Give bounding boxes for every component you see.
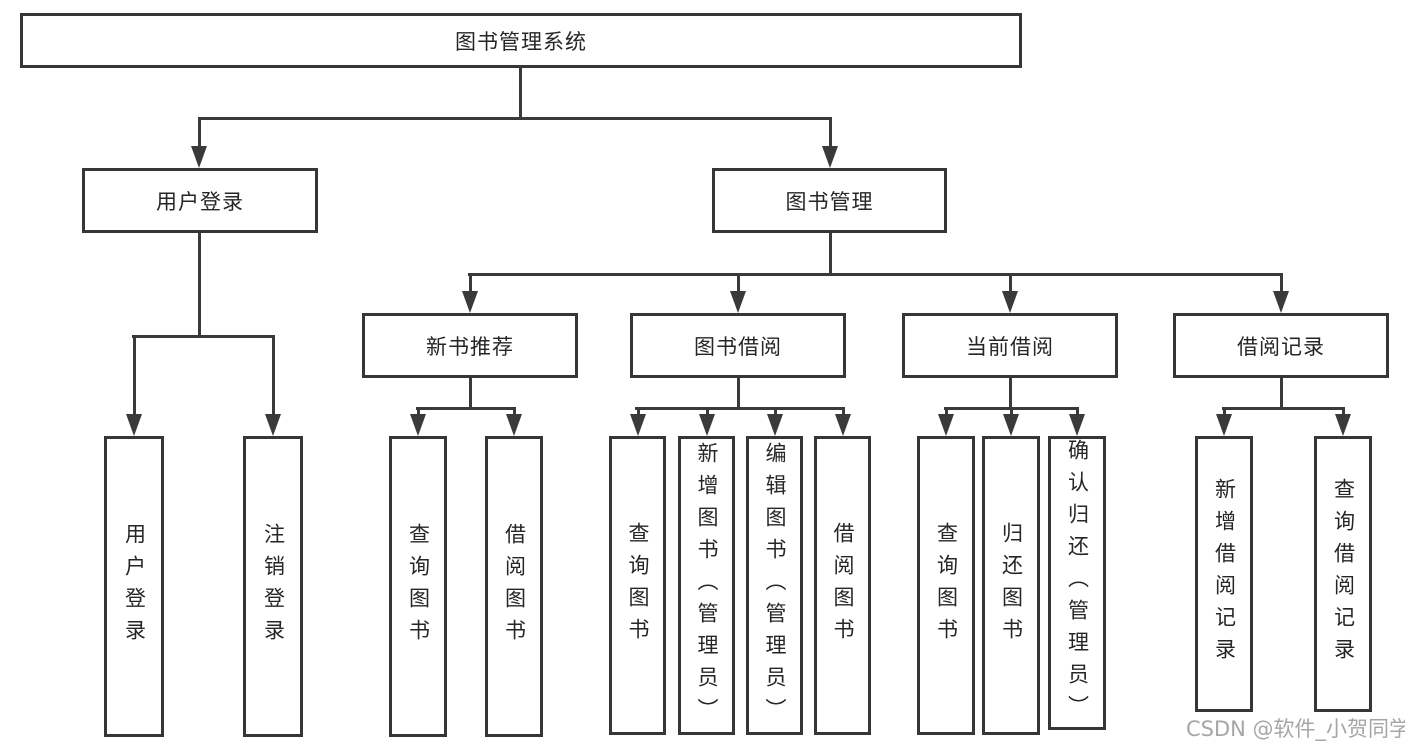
connector-line [469, 378, 472, 410]
leaf-label: 借阅图书 [831, 521, 855, 650]
leaf-record-query-borrow-record: 查询借阅记录 [1314, 436, 1372, 712]
connector-line [198, 117, 832, 120]
arrowhead [410, 414, 426, 436]
leaf-label: 注销登录 [261, 522, 286, 651]
leaf-label: 归还图书 [999, 521, 1024, 650]
node-borrowing-records: 借阅记录 [1173, 313, 1389, 378]
connector-line [133, 335, 136, 418]
leaf-logout-login: 注销登录 [243, 436, 303, 737]
node-label: 当前借阅 [966, 334, 1054, 359]
connector-line [417, 407, 420, 418]
leaf-label: 查询图书 [406, 522, 431, 651]
connector-line [706, 407, 709, 418]
node-book-management: 图书管理 [712, 168, 947, 233]
leaf-label: 新增借阅记录 [1212, 478, 1237, 670]
leaf-borrow-edit-books-admin: 编辑图书（管理员） [746, 436, 803, 735]
connector-line [829, 117, 832, 150]
connector-line [1223, 407, 1226, 418]
node-user-login: 用户登录 [82, 168, 318, 233]
node-label: 图书管理系统 [455, 29, 587, 54]
leaf-record-add-borrow-record: 新增借阅记录 [1195, 436, 1253, 712]
connector-line [1009, 273, 1012, 297]
leaf-label: 确认归还（管理员） [1065, 439, 1090, 727]
arrowhead [462, 291, 478, 313]
connector-line [737, 273, 740, 297]
leaf-newbook-borrow-books: 借阅图书 [485, 436, 543, 737]
arrowhead [822, 146, 838, 168]
arrowhead [730, 291, 746, 313]
leaf-label: 查询图书 [626, 521, 650, 650]
arrowhead [699, 414, 715, 436]
connector-line [1342, 407, 1345, 418]
leaf-user-login: 用户登录 [104, 436, 164, 737]
connector-line [1076, 407, 1079, 418]
connector-line [198, 233, 201, 337]
leaf-current-query-books: 查询图书 [917, 436, 975, 735]
connector-line [198, 117, 201, 150]
leaf-label: 新增图书（管理员） [695, 441, 719, 730]
connector-line [829, 233, 832, 276]
node-new-book-recommendation: 新书推荐 [362, 313, 578, 378]
arrowhead [1069, 414, 1085, 436]
arrowhead [938, 414, 954, 436]
leaf-current-return-books: 归还图书 [982, 436, 1040, 735]
connector-line [1280, 273, 1283, 297]
leaf-current-confirm-return-admin: 确认归还（管理员） [1048, 436, 1106, 730]
node-book-borrowing: 图书借阅 [630, 313, 846, 378]
connector-line [132, 335, 275, 338]
leaf-label: 查询借阅记录 [1331, 478, 1356, 670]
csdn-watermark: CSDN @软件_小贺同学 [1186, 717, 1405, 741]
node-label: 新书推荐 [426, 334, 514, 359]
connector-line [945, 407, 948, 418]
node-label: 图书借阅 [694, 334, 782, 359]
leaf-label: 查询图书 [934, 521, 959, 650]
leaf-label: 编辑图书（管理员） [763, 441, 787, 730]
leaf-label: 借阅图书 [502, 522, 527, 651]
arrowhead [191, 146, 207, 168]
node-library-management-system: 图书管理系统 [20, 13, 1022, 68]
leaf-newbook-query-books: 查询图书 [389, 436, 447, 737]
arrowhead [126, 414, 142, 436]
connector-line [1222, 407, 1345, 410]
node-label: 用户登录 [156, 189, 244, 214]
connector-line [1280, 378, 1283, 410]
arrowhead [767, 414, 783, 436]
arrowhead [630, 414, 646, 436]
leaf-borrow-borrow-books: 借阅图书 [814, 436, 871, 735]
arrowhead [1216, 414, 1232, 436]
connector-line [519, 68, 522, 119]
connector-line [468, 273, 1283, 276]
connector-line [416, 407, 516, 410]
connector-line [737, 378, 740, 410]
arrowhead [1003, 414, 1019, 436]
leaf-borrow-query-books: 查询图书 [609, 436, 666, 735]
arrowhead [1335, 414, 1351, 436]
arrowhead [265, 414, 281, 436]
connector-line [774, 407, 777, 418]
connector-line [842, 407, 845, 418]
arrowhead [506, 414, 522, 436]
node-label: 借阅记录 [1237, 334, 1325, 359]
leaf-label: 用户登录 [122, 522, 147, 651]
connector-line [513, 407, 516, 418]
connector-line [1009, 378, 1012, 410]
arrowhead [1273, 291, 1289, 313]
connector-line [637, 407, 640, 418]
leaf-borrow-add-books-admin: 新增图书（管理员） [678, 436, 735, 735]
node-current-borrowing: 当前借阅 [902, 313, 1118, 378]
connector-line [1010, 407, 1013, 418]
connector-line [469, 273, 472, 297]
arrowhead [835, 414, 851, 436]
node-label: 图书管理 [785, 189, 874, 214]
arrowhead [1002, 291, 1018, 313]
connector-line [272, 335, 275, 418]
connector-line [635, 407, 845, 410]
